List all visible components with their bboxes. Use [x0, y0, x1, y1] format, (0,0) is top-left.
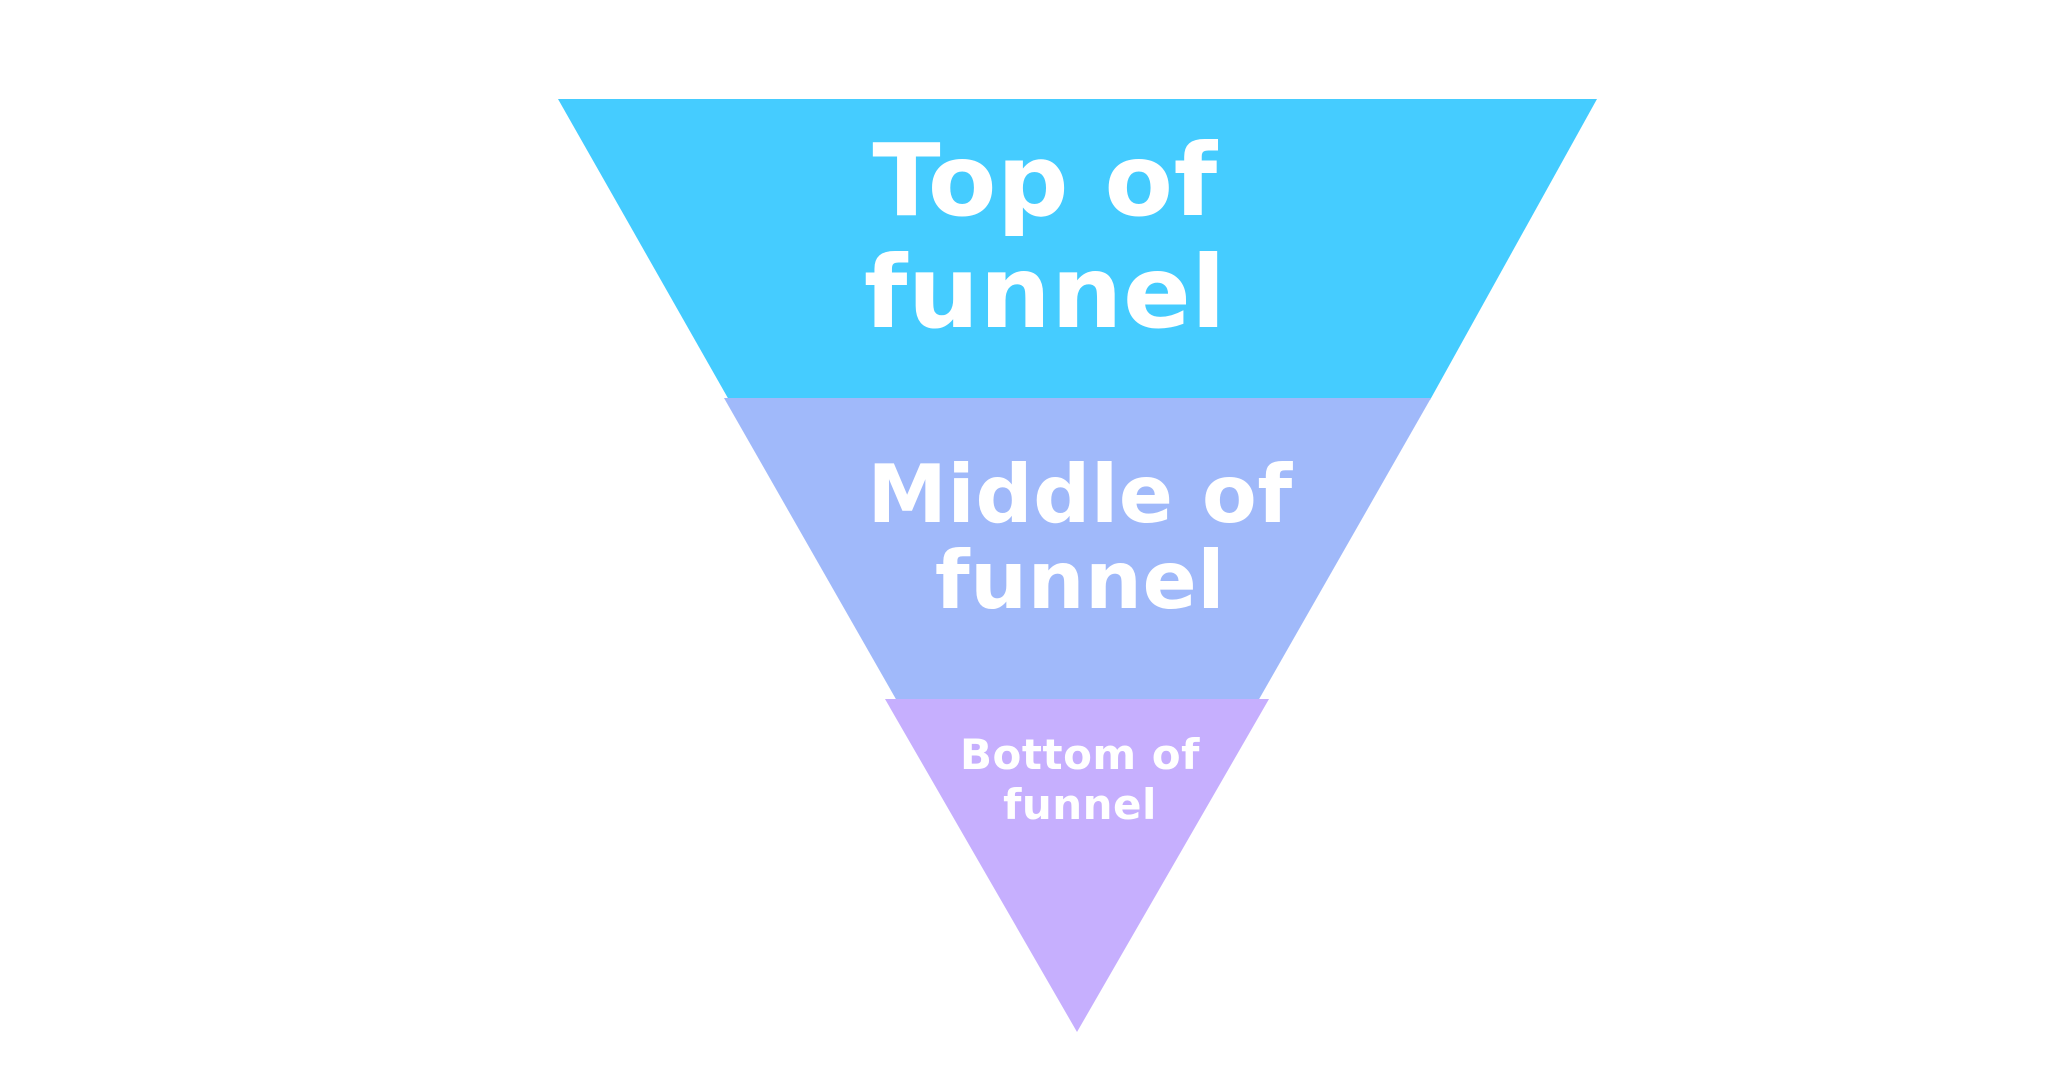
middle-of-funnel-label-line-1: Middle of [867, 448, 1293, 541]
middle-of-funnel-label: Middle of funnel [830, 452, 1330, 624]
funnel-stage-top [558, 99, 1597, 400]
top-of-funnel-label-line-1: Top of [872, 122, 1218, 239]
funnel-stage-middle [724, 398, 1431, 701]
top-of-funnel-label: Top of funnel [780, 125, 1310, 349]
bottom-of-funnel-label: Bottom of funnel [920, 730, 1240, 830]
bottom-of-funnel-label-line-1: Bottom of [960, 730, 1200, 779]
bottom-of-funnel-label-line-2: funnel [1003, 780, 1157, 829]
funnel-stage-bottom [885, 699, 1269, 1032]
middle-of-funnel-label-line-2: funnel [934, 534, 1226, 627]
top-of-funnel-label-line-2: funnel [863, 234, 1227, 351]
